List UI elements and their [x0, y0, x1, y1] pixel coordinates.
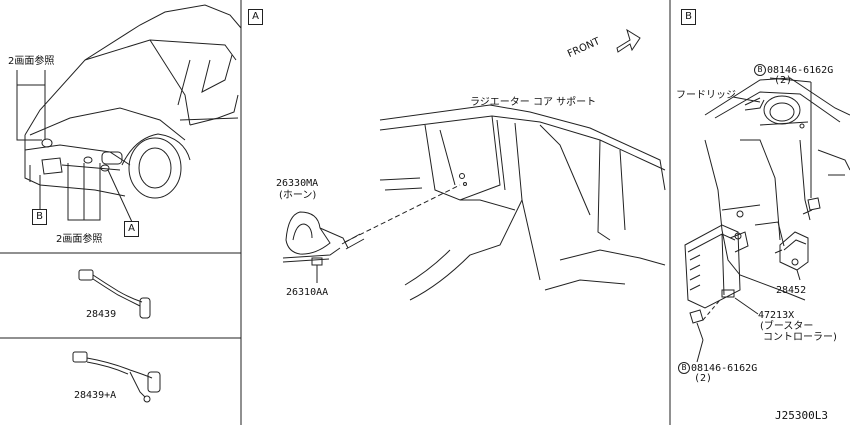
fender-structure — [704, 77, 850, 301]
bolt-top-qty: (2) — [774, 75, 793, 86]
horn-illustration — [282, 211, 365, 283]
booster-controller — [684, 224, 749, 309]
hood-ledge-label: フードリッジ — [676, 90, 736, 101]
hood-ledge — [744, 95, 809, 129]
ref-page2-top-label: 2画面参照 — [8, 56, 55, 67]
booster-label-1: (ブースター — [760, 321, 814, 332]
bolt-bottom — [689, 299, 721, 363]
leader-hood-ledge — [732, 96, 761, 103]
radiator-support-label: ラジエーター コア サポート — [470, 97, 597, 108]
panel-b-tag: B — [681, 9, 696, 25]
bolt-bottom-part-number: 08146-6162G — [691, 363, 758, 374]
overview-leaders — [16, 70, 133, 223]
bolt-top-circle: B — [754, 64, 766, 76]
part-26330ma-label: 26330MA — [276, 178, 319, 189]
harness-28439 — [78, 269, 151, 319]
harness-28439a — [72, 351, 161, 403]
bolt-bottom-qty: (2) — [694, 373, 713, 384]
bolt-top-part-number: 08146-6162G — [767, 65, 834, 76]
front-arrow — [616, 28, 641, 53]
booster-label-2: コントローラー) — [763, 332, 837, 343]
part-28439-label: 28439 — [86, 309, 117, 320]
bolt-top — [769, 77, 821, 215]
drawing-code: J25300L3 — [775, 409, 828, 422]
radiator-core-support — [379, 104, 666, 301]
part-26310aa-label: 26310AA — [286, 287, 329, 298]
part-47213x-label: 47213X — [758, 310, 795, 321]
part-28452-label: 28452 — [776, 285, 807, 296]
horn-dash-line — [344, 184, 461, 243]
ref-page2-bottom-label: 2画面参照 — [56, 234, 103, 245]
horn-label: (ホーン) — [279, 190, 317, 201]
bracket-28452 — [774, 231, 809, 281]
callout-a: A — [124, 221, 139, 237]
callout-b: B — [32, 209, 47, 225]
panel-a-tag: A — [248, 9, 263, 25]
bolt-bottom-circle: B — [678, 362, 690, 374]
car-illustration — [24, 4, 242, 199]
leader-47213x — [734, 297, 759, 315]
part-28439a-label: 28439+A — [74, 390, 117, 401]
